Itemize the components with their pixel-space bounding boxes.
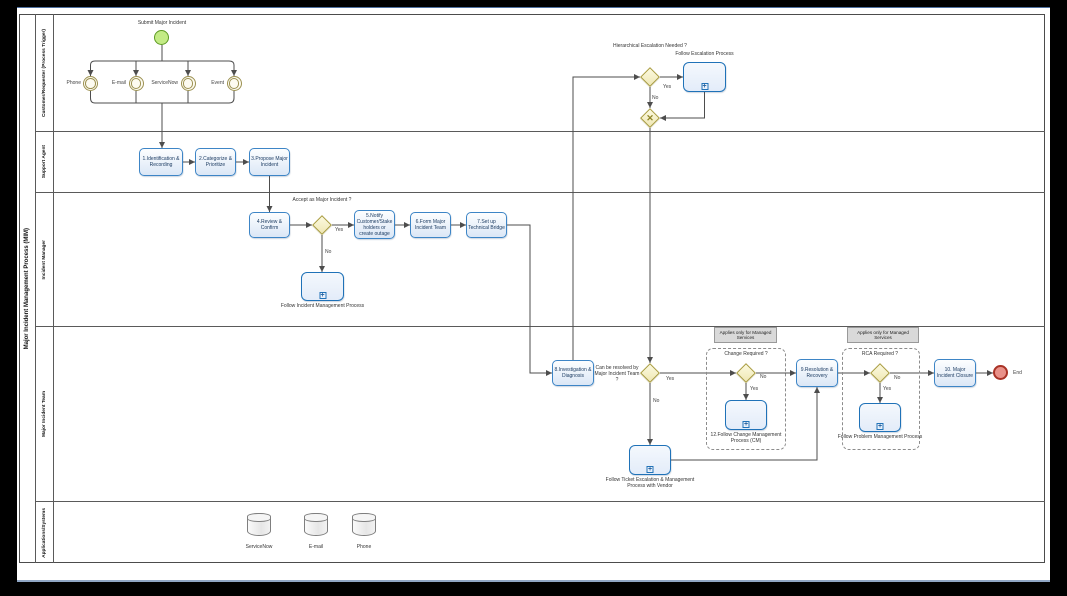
event-channel-event: [226, 76, 242, 91]
email-datastore-label: E-mail: [308, 544, 324, 550]
lane3-text: Incident Manager: [41, 239, 47, 280]
follow-ticket-escalation-subprocess: +: [629, 445, 671, 475]
task-major-incident-closure: 10. Major Incident Closure: [934, 359, 976, 387]
rca-no-label: No: [894, 375, 901, 381]
phone-event-label: Phone: [66, 80, 81, 86]
diagram-canvas: Major Incident Management Process (MIM) …: [17, 7, 1050, 582]
lane-label-customer-requester: Customer/Requester (Process Trigger): [36, 14, 54, 131]
lane-label-applications-systems: Applications/Systems: [36, 502, 54, 563]
task-form-major-incident-team: 6.Form Major Incident Team: [410, 212, 451, 238]
resolved-gateway-label: Can be resolved by Major Incident Team ?: [594, 365, 640, 383]
phone-event: [83, 76, 98, 91]
servicenow-event-label: ServiceNow: [151, 80, 178, 86]
servicenow-event: [180, 76, 196, 91]
start-event-label: Submit Major Incident: [137, 20, 187, 26]
subprocess-plus-icon: +: [319, 292, 326, 299]
task-categorize-prioritize: 2.Categorize & Prioritize: [195, 148, 236, 176]
follow-ticket-escalation-label: Follow Ticket Escalation & Management Pr…: [605, 477, 695, 489]
change-yes-label: Yes: [750, 386, 759, 392]
accept-no-label: No: [325, 249, 332, 255]
servicenow-datastore-icon: [247, 513, 271, 536]
lane-label-incident-manager: Incident Manager: [36, 193, 54, 326]
task-investigation-diagnosis: 8.Investigation & Diagnosis: [552, 360, 594, 386]
follow-change-mgmt-subprocess: +: [725, 400, 767, 430]
change-no-label: No: [760, 374, 767, 380]
pool-title-label: Major Incident Management Process (MIM): [23, 227, 30, 350]
subprocess-plus-icon: +: [646, 466, 654, 473]
end-event-label: End: [1013, 370, 1022, 376]
subprocess-plus-icon: +: [701, 83, 708, 90]
lane4-text: Major Incident Team: [41, 390, 47, 438]
lane5-text: Applications/Systems: [41, 507, 47, 558]
lane-label-major-incident-team: Major Incident Team: [36, 327, 54, 501]
follow-problem-mgmt-label: Follow Problem Management Process: [837, 434, 923, 440]
task-resolution-recovery: 9.Resolution & Recovery: [796, 359, 838, 387]
managed-services-group1: [706, 348, 786, 450]
change-gateway-label: Change Required ?: [724, 351, 768, 357]
follow-incident-mgmt-label: Follow Incident Management Process: [280, 303, 365, 309]
follow-escalation-label: Follow Escalation Process: [675, 51, 734, 57]
lane-customer-requester: Customer/Requester (Process Trigger): [36, 14, 1045, 132]
subprocess-plus-icon: +: [742, 421, 750, 428]
managed-services-group1-header: Applies only for Managed Services: [714, 327, 777, 343]
follow-incident-mgmt-subprocess: +: [301, 272, 344, 301]
email-event-label: E-mail: [111, 80, 126, 86]
rca-yes-label: Yes: [883, 386, 892, 392]
email-datastore-icon: [304, 513, 328, 536]
managed-services-group2: [842, 348, 920, 450]
lane-incident-manager: Incident Manager: [36, 193, 1045, 327]
task-review-confirm: 4.Review & Confirm: [249, 212, 290, 238]
resolved-no-label: No: [653, 398, 660, 404]
lane-label-support-agent: Support Agent: [36, 132, 54, 192]
follow-problem-mgmt-subprocess: +: [859, 403, 901, 432]
resolved-yes-label: Yes: [666, 376, 675, 382]
rca-gateway-label: RCA Required ?: [861, 351, 899, 357]
task-propose-major-incident: 3.Propose Major Incident: [249, 148, 290, 176]
end-event: [993, 365, 1008, 380]
merge-gateway-x-icon: ✕: [646, 113, 654, 123]
lane-applications-systems: Applications/Systems: [36, 502, 1045, 563]
follow-change-mgmt-label: 12.Follow Change Management Process (CM): [710, 432, 782, 444]
lane2-text: Support Agent: [41, 145, 47, 179]
pool-border: [19, 14, 1045, 563]
hierarchical-no-label: No: [652, 95, 659, 101]
follow-escalation-subprocess: +: [683, 62, 726, 92]
managed-services-group2-header: Applies only for Managed Services: [847, 327, 919, 343]
task-setup-technical-bridge: 7.Set up Technical Bridge: [466, 212, 507, 238]
task-identification-recording: 1.Identification & Recording: [139, 148, 183, 176]
phone-datastore-label: Phone: [356, 544, 372, 550]
event-channel-label: Event: [211, 80, 224, 86]
start-event: [154, 30, 169, 45]
accept-gateway-label: Accept as Major Incident ?: [292, 197, 352, 203]
accept-yes-label: Yes: [335, 227, 344, 233]
pool-title: Major Incident Management Process (MIM): [19, 14, 36, 563]
hierarchical-gateway-label: Hierarchical Escalation Needed ?: [613, 43, 687, 49]
phone-datastore-icon: [352, 513, 376, 536]
task-notify-stakeholders: 5.Notify Customer/Stakeholders or create…: [354, 210, 395, 239]
email-event: [128, 76, 144, 91]
hierarchical-yes-label: Yes: [663, 84, 672, 90]
servicenow-datastore-label: ServiceNow: [245, 544, 273, 550]
subprocess-plus-icon: +: [876, 423, 884, 430]
lane-major-incident-team: Major Incident Team: [36, 327, 1045, 502]
lane1-text: Customer/Requester (Process Trigger): [41, 28, 47, 117]
lane-support-agent: Support Agent: [36, 132, 1045, 193]
